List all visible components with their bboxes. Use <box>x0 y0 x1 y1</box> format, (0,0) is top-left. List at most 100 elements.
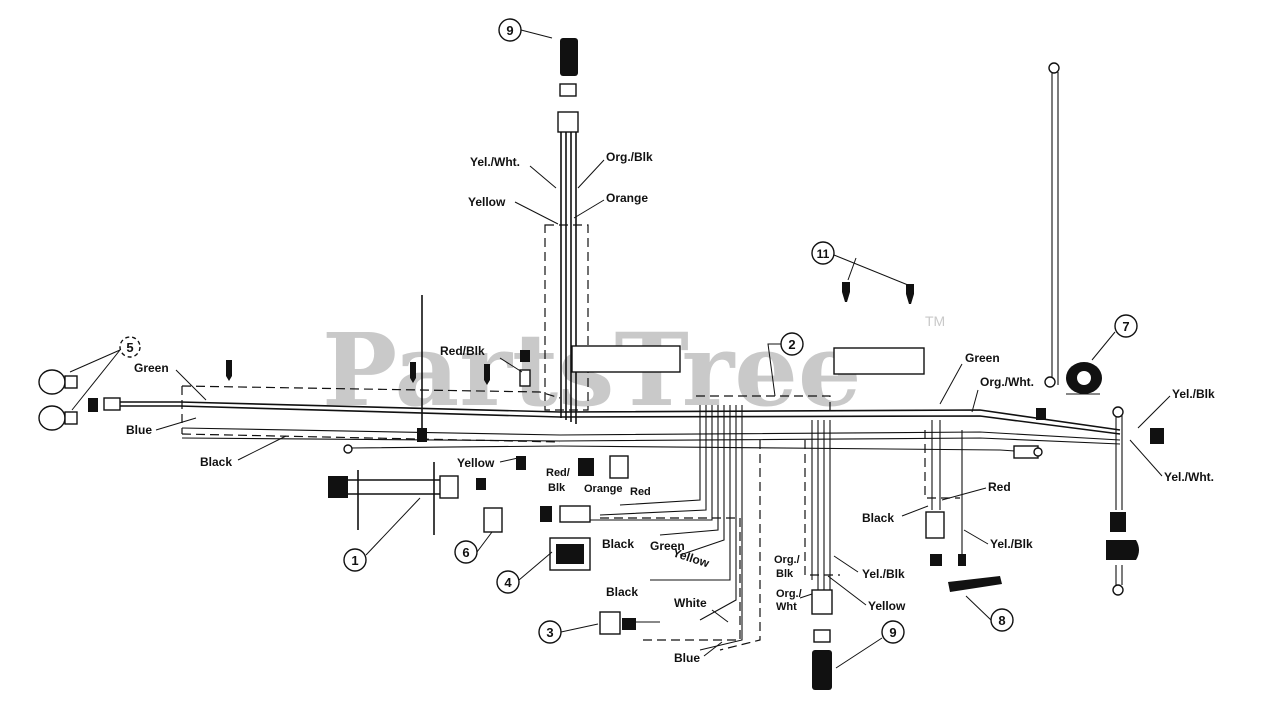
callout-number: 3 <box>546 625 553 640</box>
middle-bundle <box>560 395 840 651</box>
socket <box>88 398 98 412</box>
wire-label: Black <box>606 585 638 599</box>
callout-5: 5 <box>69 336 141 411</box>
ring-terminal <box>1112 406 1124 418</box>
callout-number: 8 <box>998 613 1005 628</box>
wire-label: Yel./Wht. <box>1164 470 1214 484</box>
ring-terminal <box>1033 447 1043 457</box>
solenoid-terminal <box>1077 371 1091 385</box>
switch-terminal <box>622 618 636 630</box>
callout-number: 9 <box>506 23 513 38</box>
callout-6: 6 <box>454 531 493 564</box>
connector-block <box>811 589 833 615</box>
wire-label: White <box>674 596 707 610</box>
wire-label: Org./Blk <box>606 150 653 164</box>
connector <box>103 397 121 411</box>
bulb-icon <box>38 405 66 431</box>
antenna-rod <box>417 295 427 442</box>
wire-label: Yel./Wht. <box>470 155 520 169</box>
wire-label: Blue <box>674 651 700 665</box>
small-clips <box>226 282 914 385</box>
clip-icon <box>410 362 416 383</box>
rod-clip <box>417 428 427 442</box>
wire-label: Org./Wht. <box>980 375 1034 389</box>
wire-labels: Yel./Wht. Org./Blk Yellow Orange Red/Blk… <box>126 150 1215 665</box>
plug-body <box>812 650 832 690</box>
wire-label: Red <box>988 480 1011 494</box>
connector-block <box>930 554 942 566</box>
callout-4: 4 <box>496 551 553 594</box>
connector-block <box>578 458 594 476</box>
callout-2: 2 <box>767 332 804 397</box>
callout-number: 9 <box>889 625 896 640</box>
callout-9-bottom: 9 <box>835 620 905 669</box>
screw-icon <box>842 282 850 302</box>
switch-body <box>483 507 503 533</box>
relay-plug <box>540 506 552 522</box>
switch-6 <box>476 478 503 533</box>
fuse-end <box>439 475 459 499</box>
switch-arm-8 <box>948 576 1002 592</box>
callout-number: 1 <box>351 553 358 568</box>
plug-end <box>1150 428 1164 444</box>
bulb-base <box>64 411 78 425</box>
connector-block <box>609 455 629 479</box>
wire-label: Orange <box>606 191 648 205</box>
callout-3: 3 <box>538 620 599 644</box>
callout-7: 7 <box>1091 314 1138 361</box>
bulb-base <box>64 375 78 389</box>
sensor-body <box>925 511 945 539</box>
module-face <box>556 544 584 564</box>
right-connectors <box>343 62 1164 615</box>
ignition-module-4 <box>540 455 629 571</box>
relay <box>559 505 591 523</box>
wire-label: Yel./Blk <box>1172 387 1215 401</box>
plug-socket <box>813 629 831 643</box>
wire-label: Yel./Blk <box>990 537 1033 551</box>
screw-icon <box>906 284 914 304</box>
wire-label: Blk <box>548 482 566 494</box>
wire-label: Green <box>134 361 169 375</box>
wire-label: Black <box>200 455 232 469</box>
main-harness <box>120 385 1121 453</box>
wire-label: Yellow <box>671 546 711 571</box>
callout-number: 2 <box>788 337 795 352</box>
wire-label: Orange <box>584 483 623 495</box>
bulbs-5 <box>38 369 121 431</box>
connector-block <box>516 456 526 470</box>
connector-block <box>520 350 530 362</box>
plates <box>571 345 925 375</box>
switch-3 <box>599 611 660 635</box>
fuse-holder-1 <box>328 462 459 535</box>
wire-label: Blk <box>776 568 794 580</box>
bracket-plate <box>833 347 925 375</box>
plug-body <box>560 38 578 76</box>
callout-number: 6 <box>462 545 469 560</box>
wire-label: Blue <box>126 423 152 437</box>
callout-9-top: 9 <box>498 18 553 42</box>
callout-number: 5 <box>126 340 133 355</box>
plug-end <box>1036 408 1046 420</box>
top-harness-connector <box>557 111 579 133</box>
bracket-top <box>1110 512 1126 532</box>
ring-terminal <box>1048 62 1060 74</box>
wire-label: Wht <box>776 601 797 613</box>
wire-label: Red/ <box>546 467 570 479</box>
wire-label: Org./ <box>776 588 802 600</box>
seat-switch <box>1106 540 1139 560</box>
callout-number: 11 <box>817 247 830 261</box>
switch-body <box>599 611 621 635</box>
clip-icon <box>226 360 232 381</box>
bracket-plate <box>571 345 681 373</box>
callout-number: 7 <box>1122 319 1129 334</box>
callout-8: 8 <box>965 595 1014 632</box>
callout-1: 1 <box>343 497 421 572</box>
callout-number: 4 <box>504 575 512 590</box>
solenoid-7 <box>1066 362 1102 395</box>
bottom-plug-9 <box>812 629 832 690</box>
wire-label: Black <box>862 511 894 525</box>
wire-label: Green <box>965 351 1000 365</box>
plug-socket <box>559 83 577 97</box>
